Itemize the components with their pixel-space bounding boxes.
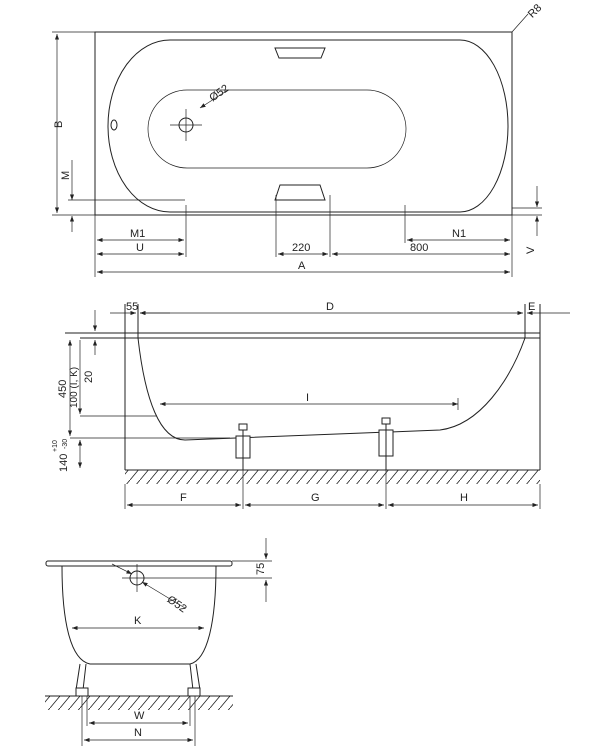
dim-D: D (326, 301, 334, 313)
dim-75: 75 (255, 563, 267, 575)
dim-N1: N1 (452, 228, 466, 240)
end-rim (45, 560, 233, 567)
leg-right (378, 417, 394, 471)
dim-M: M (60, 171, 72, 180)
dim-140: 140 (58, 454, 70, 472)
top-view: Ø52 R8 B M M1 U 220 800 N1 A V (52, 2, 544, 277)
overflow-icon (110, 119, 118, 131)
dim-B: B (53, 121, 65, 128)
dim-100: 100 (I, K) (69, 367, 80, 408)
dim-A: A (298, 260, 306, 272)
dim-U: U (136, 242, 144, 254)
dim-W: W (134, 710, 145, 722)
dim-E: E (528, 301, 535, 313)
tol-plus: +10 (52, 440, 59, 452)
dim-220: 220 (292, 242, 310, 254)
end-legs (75, 663, 201, 697)
drain-diameter-label: Ø52 (207, 82, 231, 104)
tol-minus: -30 (62, 439, 69, 449)
dim-M1: M1 (130, 228, 145, 240)
end-profile (61, 565, 217, 665)
dim-450: 450 (57, 380, 69, 398)
dim-I: I (306, 392, 309, 404)
dim-V: V (525, 246, 537, 254)
dim-800: 800 (410, 242, 428, 254)
tub-outline-top (94, 31, 513, 216)
dim-20: 20 (83, 371, 95, 383)
dim-F: F (180, 492, 187, 504)
side-view: 55 D E I 450 20 100 (I, K) 140 +10 -30 F… (52, 301, 570, 509)
dim-55: 55 (126, 301, 138, 313)
basin-oval (147, 89, 407, 169)
rim-oval (107, 39, 509, 213)
handle-top (274, 47, 326, 59)
radius-label: R8 (526, 2, 544, 20)
dim-G: G (311, 492, 320, 504)
end-drain-label: Ø52 (165, 594, 189, 616)
end-view: Ø52 75 K W N (45, 538, 272, 746)
leg-left (235, 423, 251, 471)
dim-H: H (460, 492, 468, 504)
tub-profile (137, 337, 526, 441)
dim-N: N (134, 727, 142, 739)
dim-K: K (134, 615, 142, 627)
handle-bottom (274, 184, 326, 201)
